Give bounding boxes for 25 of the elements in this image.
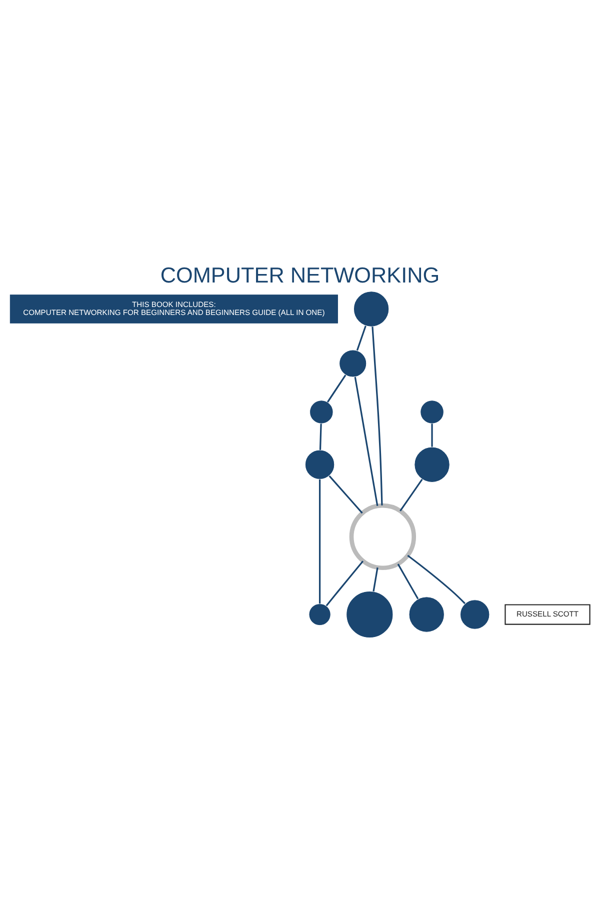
node-circle xyxy=(310,400,334,424)
node-circle xyxy=(460,599,490,629)
connector xyxy=(431,423,433,446)
node-circle xyxy=(346,590,394,638)
node-circle xyxy=(414,446,450,482)
connector xyxy=(354,376,378,506)
connector xyxy=(397,563,419,599)
connector xyxy=(326,560,364,606)
node-circle xyxy=(304,449,335,479)
node-circle xyxy=(339,349,367,377)
connector xyxy=(400,478,423,511)
node-circle xyxy=(308,602,331,626)
diagram-title: COMPUTER NETWORKING xyxy=(160,262,440,288)
node-circle xyxy=(408,596,444,632)
connector xyxy=(326,374,346,402)
connector xyxy=(372,326,383,505)
connector xyxy=(319,423,322,450)
connector xyxy=(318,478,321,604)
connector xyxy=(407,554,466,604)
node-circle xyxy=(349,502,416,570)
connector xyxy=(328,474,363,514)
connector xyxy=(356,325,366,350)
connector xyxy=(372,566,378,592)
node-circle xyxy=(353,290,390,326)
node-circle xyxy=(420,400,444,424)
